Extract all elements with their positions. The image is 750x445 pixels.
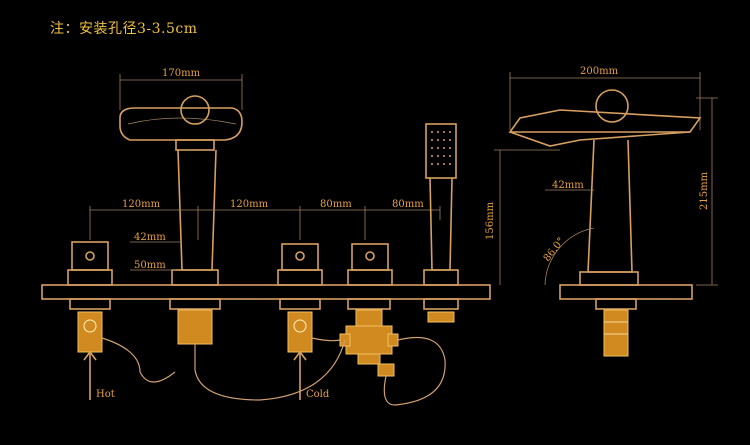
base-dia-label: 50mm — [134, 260, 166, 271]
spacing-1-label: 120mm — [122, 199, 161, 210]
spout-dia-label: 42mm — [134, 232, 166, 243]
dim-top-width-label: 170mm — [162, 68, 201, 79]
hot-arrow — [83, 350, 97, 400]
side-deck-plate — [559, 284, 693, 300]
under-deck-fittings — [69, 298, 459, 310]
installation-note: 注：安装孔径3-3.5cm — [50, 21, 198, 37]
height-1-label: 156mm — [485, 201, 496, 240]
hot-valve-handle — [67, 241, 113, 286]
cold-arrow — [293, 350, 307, 400]
diverter-body — [339, 309, 399, 377]
cold-hose — [311, 337, 341, 342]
cold-valve-body — [287, 311, 313, 353]
dim-side-width: 200mm — [509, 66, 701, 130]
deck-plate — [41, 284, 491, 300]
side-width-label: 200mm — [580, 66, 619, 77]
hand-shower — [423, 123, 459, 286]
side-dia-label: 42mm — [552, 180, 584, 191]
shower-connector — [427, 311, 455, 323]
height-2-label: 215mm — [699, 171, 710, 210]
main-spout — [119, 95, 243, 286]
cold-label: Cold — [306, 389, 330, 400]
spout-handle-knob — [180, 95, 210, 125]
angle-label: 86.0° — [542, 236, 567, 264]
shower-hose — [383, 336, 446, 406]
diverter-handle — [347, 243, 393, 286]
side-under-fitting — [595, 298, 637, 310]
spacing-2-label: 120mm — [230, 199, 269, 210]
angle-arc — [544, 227, 595, 286]
dim-spacing: 120mm 120mm 80mm 80mm — [89, 199, 441, 240]
hot-label: Hot — [96, 389, 115, 400]
spout-hose — [194, 339, 346, 401]
dim-top-width: 170mm — [119, 68, 243, 110]
spout-connector-body — [177, 309, 213, 345]
dim-height-215: 215mm — [696, 97, 718, 286]
hot-hose — [101, 337, 176, 383]
spacing-3-label: 80mm — [320, 199, 352, 210]
dim-height-156: 156mm — [485, 149, 560, 285]
cold-valve-handle — [277, 243, 323, 286]
hot-valve-body — [77, 311, 103, 353]
spacing-4-label: 80mm — [392, 199, 424, 210]
side-spout — [508, 89, 702, 286]
side-connector-body — [603, 309, 629, 357]
